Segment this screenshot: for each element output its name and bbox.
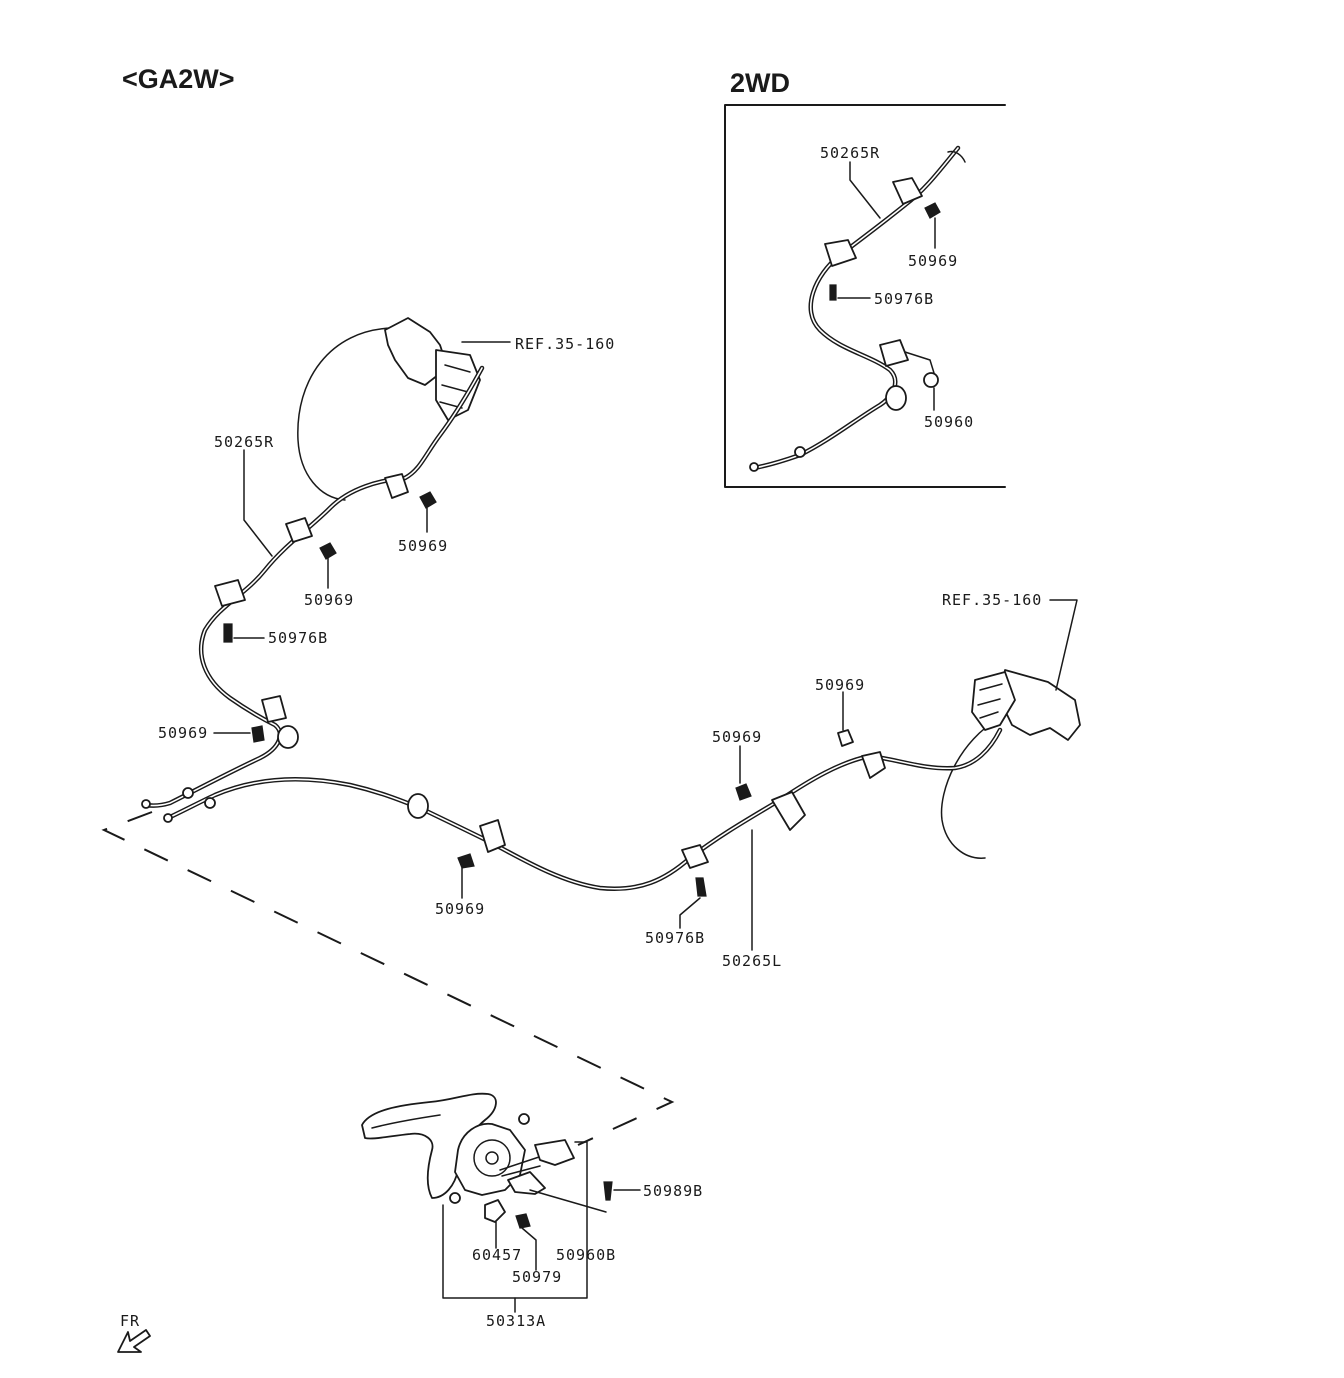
inset-nut-label: 50960 xyxy=(924,413,974,431)
lever-base xyxy=(507,1171,546,1195)
front-arrow-icon xyxy=(117,1329,151,1353)
inset-cable-end xyxy=(794,446,806,458)
lever-bolt-label: 50989B xyxy=(643,1182,703,1200)
cable-right-label: 50265R xyxy=(214,433,274,451)
inset-grommet xyxy=(885,385,907,411)
cable-left-bracket-4 xyxy=(861,751,886,779)
model-label: <GA2W> xyxy=(122,64,235,94)
cable-right-bracket-4 xyxy=(261,695,287,723)
brake-drum-left xyxy=(940,717,1001,859)
clip-center xyxy=(457,853,475,869)
cable-right-adjuster xyxy=(182,787,194,799)
inset-bracket-mid xyxy=(824,239,857,267)
clip-left-upper xyxy=(837,729,854,747)
cable-left-bracket-1 xyxy=(479,819,506,853)
cable-right-bracket-2 xyxy=(285,517,313,543)
inset-clip xyxy=(924,202,941,219)
front-indicator-label: FR xyxy=(120,1312,140,1330)
inset-nut xyxy=(923,372,939,388)
inset-cable-label: 50265R xyxy=(820,144,880,162)
inset-clip-label: 50969 xyxy=(908,252,958,270)
cable-right-grommet xyxy=(277,725,299,749)
lever-switch-label: 50960B xyxy=(556,1246,616,1264)
brake-lever-right xyxy=(435,349,481,421)
front-indicator: FR xyxy=(117,1312,151,1353)
bolt-right-label: 50976B xyxy=(268,629,328,647)
cable-left-bracket-2 xyxy=(681,844,709,869)
bolt-left-label: 50976B xyxy=(645,929,705,947)
inset-bracket-upper xyxy=(892,177,923,205)
clip-center-label: 50969 xyxy=(435,900,485,918)
clip-right-lower-label: 50969 xyxy=(158,724,208,742)
inset-bolt-label: 50976B xyxy=(874,290,934,308)
bolt-right xyxy=(223,623,233,643)
cable-left-label: 50265L xyxy=(722,952,782,970)
clip-right-mid xyxy=(319,542,337,560)
lever-screw-label: 50979 xyxy=(512,1268,562,1286)
lever-assy-label: 50313A xyxy=(486,1312,546,1330)
cable-left-bracket-3 xyxy=(771,791,806,831)
clip-right-lower xyxy=(251,725,265,743)
inset-bolt xyxy=(829,284,837,301)
clip-left-lower xyxy=(735,783,752,801)
lever-nut xyxy=(484,1199,506,1223)
cable-left-adjuster xyxy=(204,797,216,809)
dashed-leader xyxy=(101,811,675,1146)
clip-left-lower-label: 50969 xyxy=(712,728,762,746)
cable-left-end xyxy=(163,813,173,823)
cable-right: 50265R 50969 50969 50976B 50969 xyxy=(141,365,485,809)
inset-frame xyxy=(724,104,1006,488)
cable-right-bracket-1 xyxy=(384,473,409,499)
clip-right-upper xyxy=(419,491,437,509)
brake-assembly-left: REF.35-160 xyxy=(940,591,1081,859)
cable-right-end xyxy=(141,799,151,809)
clip-left-upper-label: 50969 xyxy=(815,676,865,694)
bolt-left xyxy=(695,877,707,897)
ref-label-right: REF.35-160 xyxy=(515,335,615,353)
inset-title: 2WD xyxy=(730,68,790,98)
lever-bolt xyxy=(603,1181,613,1201)
ref-label-left: REF.35-160 xyxy=(942,591,1042,609)
lever-screw xyxy=(515,1213,531,1229)
lever-ratchet xyxy=(454,1122,526,1196)
lever-nut-label: 60457 xyxy=(472,1246,522,1264)
clip-right-mid-label: 50969 xyxy=(304,591,354,609)
cable-left-grommet xyxy=(407,793,429,819)
cable-right-bracket-3 xyxy=(214,579,246,607)
inset-2wd: 50265R 50969 50976B 50960 xyxy=(724,104,1006,488)
lever-assembly: 50989B 60457 50979 50960B 50313A xyxy=(361,1092,703,1330)
connection-lines xyxy=(101,811,675,1146)
inset-bracket-lower xyxy=(879,339,909,367)
brake-drum-right xyxy=(297,327,393,501)
brake-assembly-right: REF.35-160 xyxy=(297,317,615,501)
lever-bracket xyxy=(534,1139,575,1166)
cable-left: 50969 50976B 50265L 50969 50969 xyxy=(163,676,1003,970)
clip-right-upper-label: 50969 xyxy=(398,537,448,555)
